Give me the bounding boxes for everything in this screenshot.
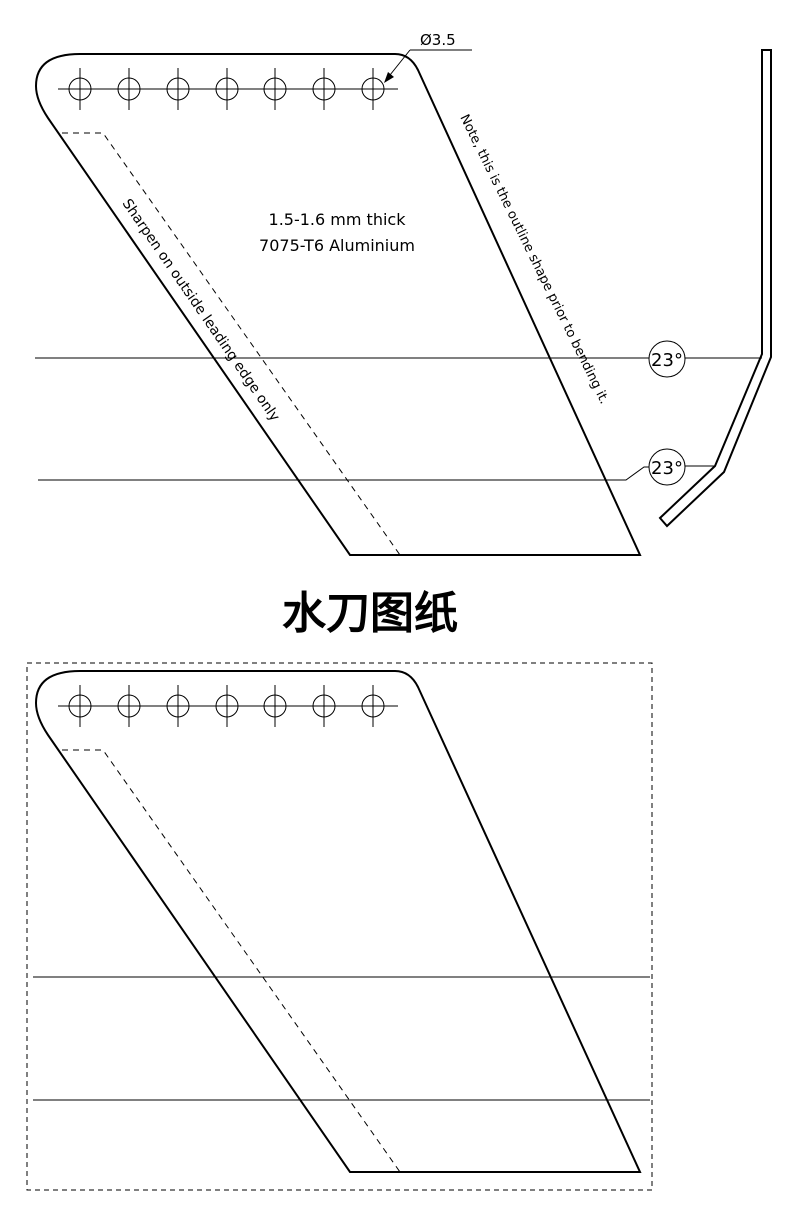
thickness-note: 1.5-1.6 mm thick	[269, 210, 407, 229]
blade-outline-bottom	[35, 670, 641, 1173]
bend-angle-1: 23°	[651, 350, 683, 371]
bend-angle-2: 23°	[651, 458, 683, 479]
hole-dim-label: Ø3.5	[420, 31, 456, 49]
drawing-title: 水刀图纸	[282, 588, 458, 639]
sharpen-note: Sharpen on outside leading edge only	[119, 196, 283, 424]
material-note: 7075-T6 Aluminium	[259, 236, 415, 255]
bent-profile-side-view	[658, 49, 772, 528]
outline-note: Note, this is the outline shape prior to…	[456, 112, 611, 406]
bend-line-1	[35, 340, 762, 378]
bend-line-2	[38, 448, 715, 486]
hole-dimension: Ø3.5	[384, 31, 472, 83]
cut-boundary	[26, 662, 653, 1191]
